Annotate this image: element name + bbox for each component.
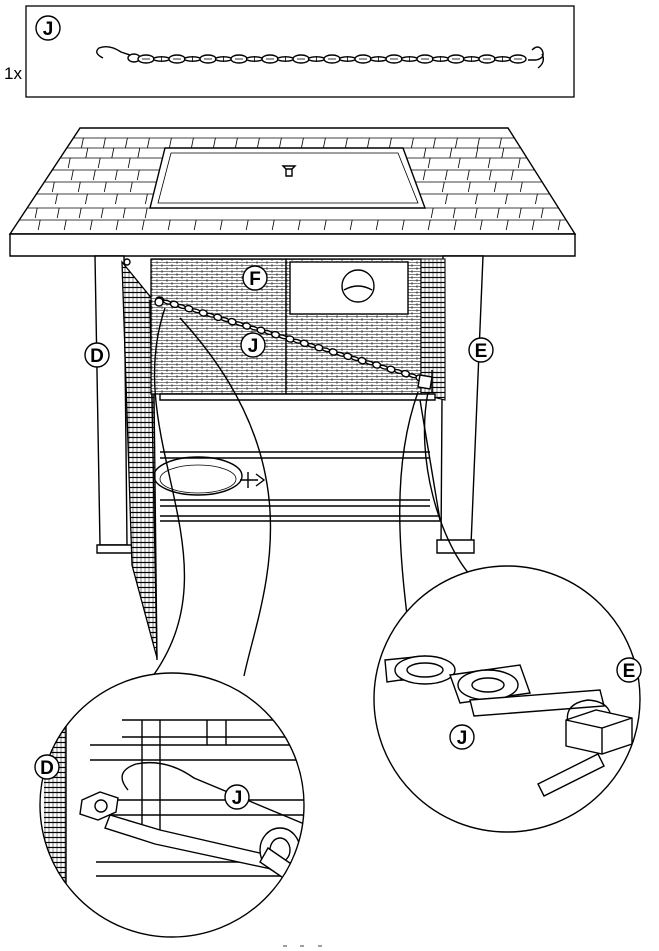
detail-left: D J (34, 672, 305, 938)
leader-lines (149, 307, 471, 681)
callout-circle-f (242, 265, 268, 291)
callout-d: D (90, 346, 104, 367)
detail-left-label-d: D (40, 758, 54, 779)
callout-circle-j (240, 332, 266, 358)
part-quantity: 1x (4, 64, 22, 83)
callout-circle-d (84, 342, 110, 368)
callout-f: F (249, 269, 261, 290)
leg-right (436, 255, 484, 554)
callout-circle-e (468, 337, 494, 363)
tank-ring (153, 456, 266, 496)
chain-part-icon (96, 45, 545, 69)
parts-box: J 1x (4, 5, 575, 98)
installed-chain (155, 296, 425, 382)
detail-left-callout-circle-d (34, 754, 60, 780)
callout-j: J (248, 336, 259, 357)
chain-hook-left (154, 297, 164, 307)
part-letter: J (43, 19, 54, 40)
detail-right-label-e: E (623, 661, 636, 682)
detail-left-label-j: J (232, 788, 243, 809)
detail-left-callout-circle-j (224, 784, 250, 810)
fire-pit-table: F J D E (8, 127, 577, 661)
part-label-circle (35, 15, 61, 41)
detail-right: E J (373, 565, 642, 833)
burner-knob-icon (281, 165, 297, 177)
detail-right-label-j: J (457, 728, 468, 749)
table-top (8, 127, 577, 257)
lower-frame (159, 393, 441, 522)
chain-hook-right (417, 370, 433, 392)
back-panel-f (150, 258, 446, 401)
callout-e: E (475, 341, 488, 362)
detail-right-callout-circle-e (616, 657, 642, 683)
detail-right-callout-circle-j (449, 724, 475, 750)
leg-left (94, 255, 134, 554)
